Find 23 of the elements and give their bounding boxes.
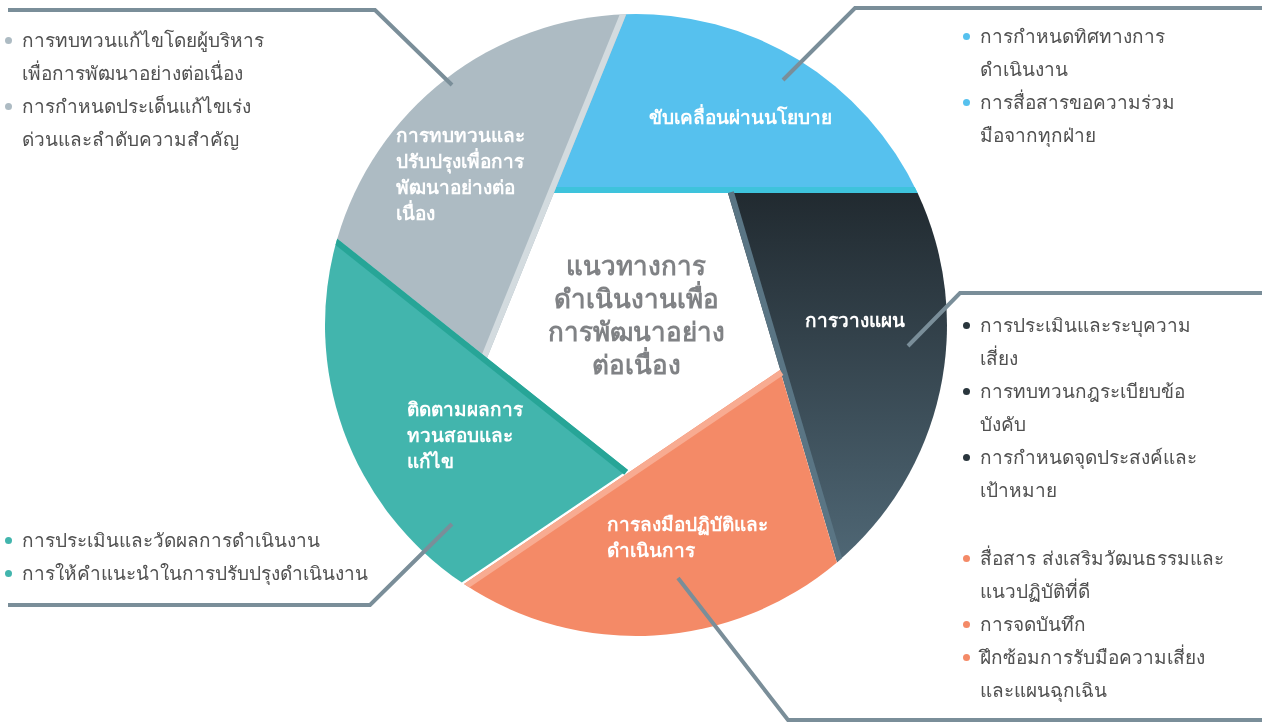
bullet-item: การทบทวนแก้ไขโดยผู้บริหารเพื่อการพัฒนาอย่างต่อเนื่อง	[5, 24, 275, 90]
bullet-item: การกำหนดประเด็นแก้ไขเร่งด่วนและลำดับความสำคัญ	[5, 90, 275, 156]
segment-label: การทบทวนและปรับปรุงเพื่อการพัฒนาอย่างต่อเนื่อง	[396, 123, 526, 226]
bullet-item: การทบทวนกฎระเบียบข้อบังคับ	[963, 375, 1225, 441]
leader-line	[676, 576, 1262, 722]
bullet-item: การกำหนดจุดประสงค์และเป้าหมาย	[963, 441, 1225, 507]
bullet-item: การประเมินและระบุความเสี่ยง	[963, 309, 1225, 375]
bullet-item: ฝึกซ้อมการรับมือความเสี่ยงและแผนฉุกเฉิน	[963, 641, 1225, 707]
leader-line	[8, 522, 454, 607]
leader-line	[8, 8, 454, 87]
segment-label: การวางแผน	[804, 308, 906, 333]
segment-label: ขับเคลื่อนผ่านนโยบาย	[647, 104, 833, 130]
bullet-item: การประเมินและวัดผลการดำเนินงาน	[5, 524, 370, 557]
bullet-item: การจดบันทึก	[963, 608, 1225, 641]
segment-label: การลงมือปฏิบัติและดำเนินการ	[607, 512, 769, 563]
segment-label: ติดตามผลการทวนสอบและแก้ไข	[407, 397, 524, 474]
leader-line	[781, 6, 1262, 82]
leader-line	[906, 291, 1262, 348]
bullet-item: การกำหนดทิศทางการดำเนินงาน	[963, 20, 1195, 86]
bullet-item: การสื่อสารขอความร่วมมือจากทุกฝ่าย	[963, 86, 1195, 152]
bullet-item: การให้คำแนะนำในการปรับปรุงดำเนินงาน	[5, 557, 370, 590]
bullet-item: สื่อสาร ส่งเสริมวัฒนธรรมและแนวปฏิบัติที่ดี	[963, 542, 1225, 608]
center-title: แนวทางการดำเนินงานเพื่อการพัฒนาอย่างต่อเนื่อง	[546, 250, 726, 382]
